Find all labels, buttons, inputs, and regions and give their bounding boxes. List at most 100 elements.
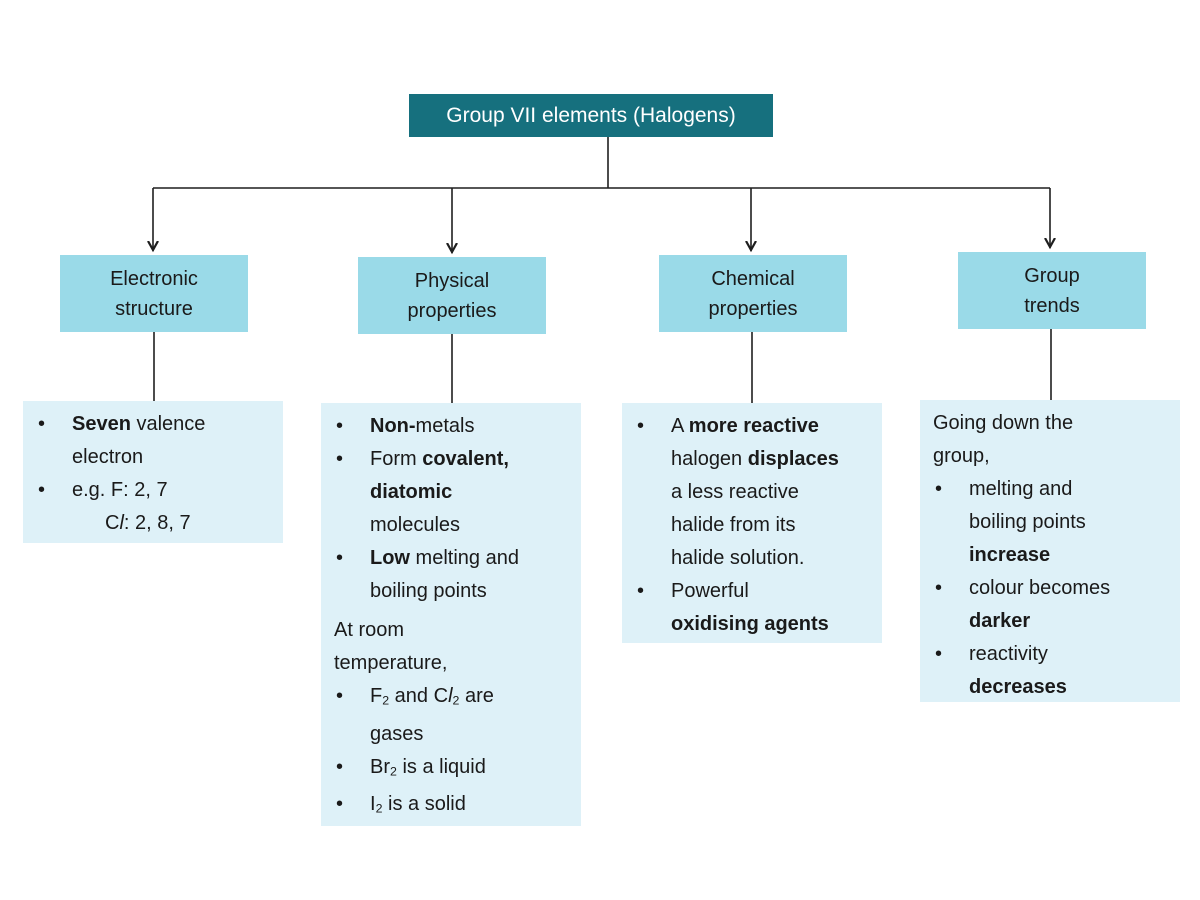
text-segment: colour becomes [969, 577, 1111, 599]
bullet-marker: • [336, 793, 344, 816]
text-segment: Seven [72, 413, 131, 435]
text-segment: I [370, 793, 376, 816]
text-segment: halide from its [671, 514, 796, 536]
root-node-group-vii: Group VII elements (Halogens) [409, 94, 773, 137]
bullet-item: • A more reactive halogen displaces a less … [622, 410, 882, 575]
text-segment: Powerful [671, 580, 749, 602]
text-segment: decreases [969, 676, 1067, 698]
text-segment: more reactive [688, 415, 819, 437]
bullet-marker: • [336, 415, 344, 437]
bullet-text: I2 is a solid [370, 788, 581, 826]
text-segment: Br [370, 755, 390, 778]
text-segment: 2 [375, 802, 383, 817]
text-segment: Non- [370, 415, 416, 437]
bullet-text: e.g. F: 2, 7 [72, 474, 283, 507]
text-segment: Form [370, 448, 423, 470]
category-box-physical-properties: Physical properties [358, 257, 546, 334]
bullet-text: reactivity decreases [969, 638, 1180, 704]
text-segment: F [370, 685, 383, 707]
bullet-marker: • [38, 479, 46, 501]
text-segment: metals [415, 415, 475, 437]
bullet-item: • e.g. F: 2, 7 [23, 474, 283, 507]
text-segment: is a liquid [396, 755, 486, 778]
bullet-item: • Seven valence electron [23, 408, 283, 474]
text-segment: C [105, 512, 120, 534]
text-segment: e.g. F: 2, 7 [72, 479, 168, 501]
text-segment: reactivity [969, 643, 1048, 665]
bullet-text: Low melting and boiling points [370, 542, 581, 608]
text-segment: melting and [969, 478, 1073, 500]
category-label-line: properties [407, 299, 497, 322]
text-segment: covalent, [422, 448, 509, 470]
category-box-electronic-structure: Electronic structure [60, 255, 248, 332]
category-label-line: Physical [414, 269, 490, 292]
text-segment: l [119, 512, 124, 534]
category-label-line: Group [1024, 264, 1080, 287]
text-segment: boiling points [370, 580, 487, 602]
text-segment: group, [933, 445, 990, 467]
bullet-item: • Non-metals [321, 410, 581, 443]
text-segment: increase [969, 544, 1051, 566]
bullet-text: Powerful oxidising agents [671, 575, 882, 641]
bullet-marker: • [336, 685, 344, 707]
bullet-marker: • [336, 755, 344, 778]
category-label-line: trends [1024, 294, 1080, 317]
bullet-marker: • [935, 643, 943, 665]
text-segment: displaces [747, 448, 839, 470]
bullet-marker: • [38, 413, 46, 435]
bullet-item: • Form covalent, diatomic molecules [321, 443, 581, 542]
category-box-group-trends: Group trends [958, 252, 1146, 329]
text-segment: temperature, [334, 652, 448, 674]
text-segment: 2 [382, 693, 390, 708]
text-segment: a less reactive [671, 481, 799, 503]
text-segment: halide solution. [671, 547, 805, 569]
text-segment: darker [969, 610, 1031, 632]
text-segment: : 2, 8, 7 [123, 512, 191, 534]
content-line: At room temperature, [321, 614, 581, 680]
content-box-chemical-properties: • A more reactive halogen displaces a less … [622, 403, 882, 643]
text-segment: boiling points [969, 511, 1086, 533]
category-label-line: properties [708, 297, 798, 320]
bullet-text: A more reactive halogen displaces a less r… [671, 410, 882, 575]
text-segment: l [448, 685, 453, 707]
text-segment: is a solid [382, 793, 466, 816]
text-segment: melting and [410, 547, 519, 569]
text-segment: A [671, 415, 689, 437]
category-label-line: Chemical [711, 267, 795, 290]
bullet-item: • Low melting and boiling points [321, 542, 581, 608]
content-box-physical-properties: • Non-metals • Form covalent, diatomic molecu… [321, 403, 581, 826]
text-segment: 2 [390, 764, 397, 779]
bullet-text: melting and boiling points increase [969, 473, 1180, 572]
text-segment: are [459, 685, 494, 707]
text-segment: electron [72, 446, 144, 468]
root-node-label: Group VII elements (Halogens) [446, 103, 736, 127]
text-segment: diatomic [370, 481, 453, 503]
bullet-marker: • [336, 547, 344, 569]
bullet-marker: • [637, 580, 645, 602]
text-segment: 2 [452, 693, 460, 708]
text-segment: halogen [671, 448, 748, 470]
bullet-item: • reactivity decreases [920, 638, 1180, 704]
text-segment: Low [370, 547, 410, 569]
bullet-text: Form covalent, diatomic molecules [370, 443, 581, 542]
bullet-item: • Br2 is a liquid [321, 751, 581, 789]
bullet-text: Non-metals [370, 410, 581, 443]
bullet-marker: • [935, 577, 943, 599]
text-segment: gases [370, 722, 424, 745]
bullet-marker: • [637, 415, 645, 437]
category-label-line: structure [115, 297, 193, 320]
text-segment: At room [334, 619, 405, 641]
text-segment: oxidising agents [671, 613, 829, 635]
text-segment: valence [130, 413, 206, 435]
text-segment: molecules [370, 514, 461, 536]
bullet-item: • colour becomes darker [920, 572, 1180, 638]
bullet-text: Seven valence electron [72, 408, 283, 474]
bullet-marker: • [336, 448, 344, 470]
